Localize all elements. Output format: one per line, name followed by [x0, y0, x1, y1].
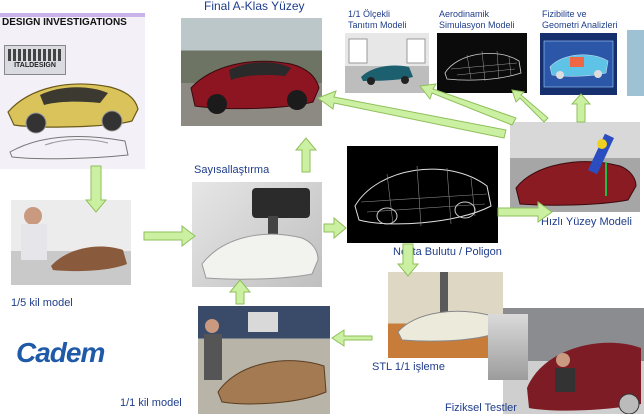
clay-model-11-photo: [198, 306, 330, 414]
label-clay-15: 1/5 kil model: [11, 297, 73, 309]
label-point-cloud: Nokta Bulutu / Poligon: [393, 246, 502, 258]
aero-simulation-photo: [437, 33, 527, 93]
clay-model-15-photo: [11, 200, 131, 285]
label-aero-line2: Simulasyon Modeli: [439, 20, 515, 30]
arrow-stl-to-clay11: [331, 329, 373, 347]
partial-edge-photo: [627, 30, 644, 96]
point-cloud-photo: [347, 146, 498, 243]
label-aero-line1: Aerodinamik: [439, 9, 490, 19]
full-scale-presentation-photo: [345, 33, 429, 93]
feasibility-analysis-photo: [540, 33, 617, 95]
label-feasibility-line1: Fizibilite ve: [542, 9, 587, 19]
label-digitize: Sayısallaştırma: [194, 164, 270, 176]
label-full-scale-line1: 1/1 Ölçekli: [348, 9, 391, 19]
physical-tests-photo-grey: [488, 314, 528, 380]
label-physical-tests: Fiziksel Testler: [445, 402, 517, 414]
arrow-fastsurface-to-feasibility: [570, 93, 592, 123]
arrow-digitize-to-pointcloud: [323, 216, 347, 240]
label-full-scale-line2: Tanıtım Modeli: [348, 20, 407, 30]
design-investigations-panel: DESIGN INVESTIGATIONS ITALDESIGN: [0, 13, 145, 169]
concept-car-sketch: [7, 83, 139, 160]
cadem-logo: Cadem: [16, 337, 105, 368]
design-investigations-title: DESIGN INVESTIGATIONS: [2, 17, 127, 28]
arrow-clay15-to-digitize: [143, 224, 196, 248]
label-clay-11: 1/1 kil model: [120, 397, 182, 409]
stl-machining-photo: [388, 272, 503, 358]
label-fast-surface: Hızlı Yüzey Modeli: [541, 216, 632, 228]
fast-surface-photo: [510, 122, 640, 212]
final-surface-photo: [181, 18, 322, 126]
label-feasibility-line2: Geometri Analizleri: [542, 20, 618, 30]
arrow-fastsurface-to-final: [316, 90, 507, 139]
arrow-digitize-to-final: [294, 137, 318, 173]
label-final-surface: Final A-Klas Yüzey: [204, 0, 305, 13]
digitize-photo: [192, 182, 322, 287]
italdesign-logo: ITALDESIGN: [4, 45, 66, 75]
label-stl-machining: STL 1/1 işleme: [372, 361, 445, 373]
